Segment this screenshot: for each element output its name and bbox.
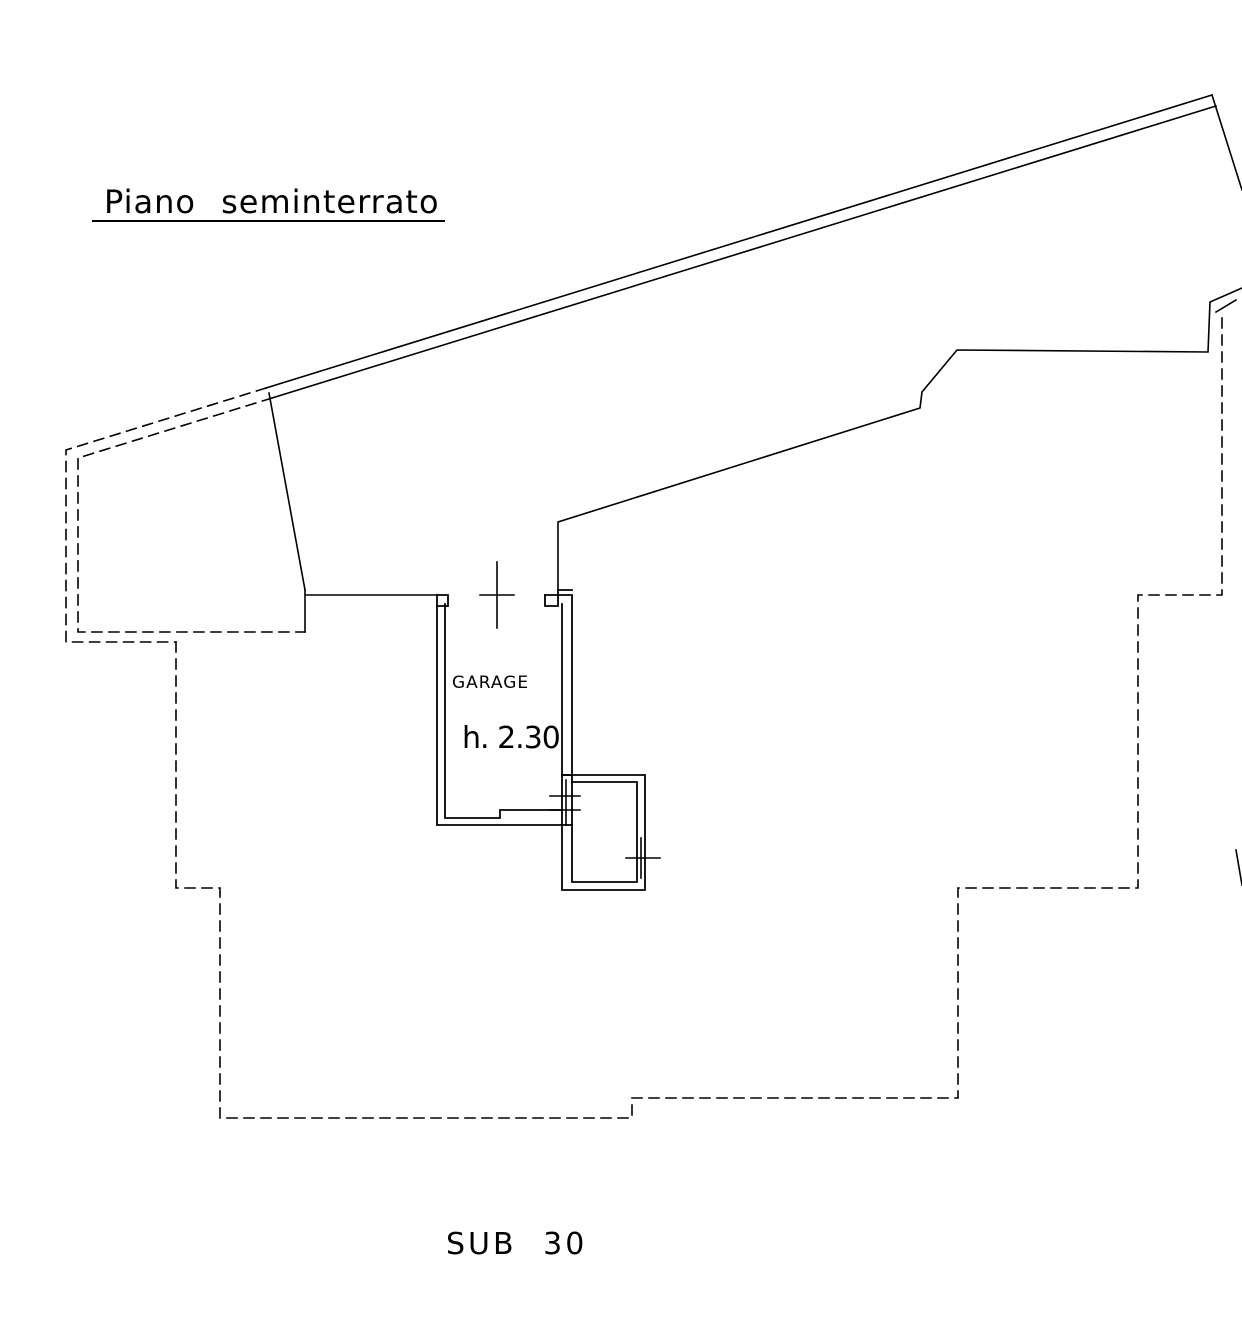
sub-number-label: SUB 30 (446, 1227, 588, 1262)
opening-marks (479, 561, 661, 879)
room-height-label: h. 2.30 (462, 721, 561, 756)
room-label-garage: GARAGE (452, 673, 530, 693)
outer-boundary (264, 93, 1242, 400)
dashed-footprint (175, 311, 1223, 1119)
title-underline (92, 220, 445, 222)
garage-walls (436, 589, 573, 826)
building-outline-solid (268, 287, 1242, 886)
drawing-title: Piano seminterrato (104, 183, 440, 221)
left-dashed-boundary (65, 386, 306, 643)
annex-walls (561, 774, 646, 891)
